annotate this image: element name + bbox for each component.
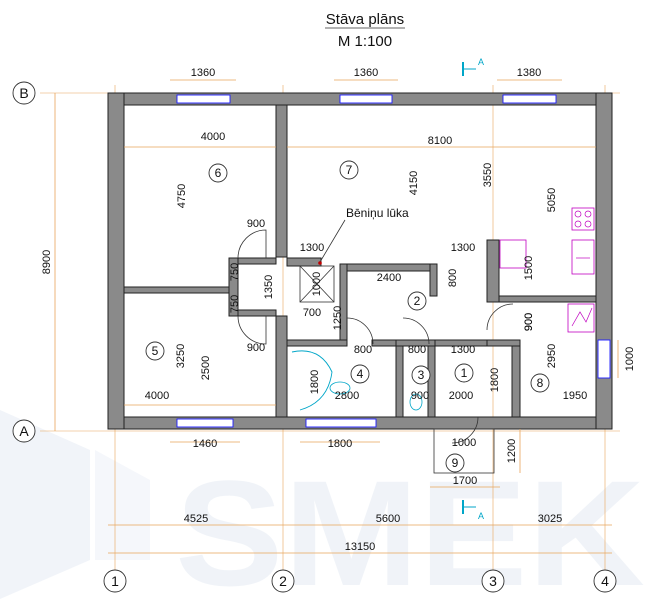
door-swings <box>237 229 514 444</box>
dim-interior: 2400 <box>377 272 401 284</box>
attic-hatch-label: Bēniņu lūka <box>346 206 409 220</box>
room-number: 7 <box>346 163 353 177</box>
dim-interior: 1350 <box>263 275 275 299</box>
dim-top-window-3: 1380 <box>517 67 541 79</box>
dim-interior: 2800 <box>335 390 359 402</box>
dim-interior: 1000 <box>311 272 323 296</box>
dim-bottom-window-2: 1800 <box>328 438 352 450</box>
dim-interior: 3550 <box>482 163 494 187</box>
dim-bottom-window-1: 1460 <box>193 438 217 450</box>
axis-label-b: B <box>19 85 28 101</box>
dim-interior: 2950 <box>546 344 558 368</box>
room-number: 1 <box>461 366 468 380</box>
axis-label-3: 3 <box>489 573 497 589</box>
dim-interior: 900 <box>523 313 535 331</box>
dim-interior: 1300 <box>451 242 475 254</box>
interior-walls <box>123 104 597 418</box>
dim-interior: 4000 <box>145 390 169 402</box>
dim-interior: 800 <box>447 269 459 287</box>
room-number: 9 <box>452 456 459 470</box>
dim-interior: 2000 <box>449 390 473 402</box>
section-label-top: A <box>478 57 484 67</box>
room-number: 4 <box>357 367 364 381</box>
room-number: 8 <box>537 376 544 390</box>
axis-bubble-3 <box>481 569 505 593</box>
section-mark-top: A <box>462 57 484 76</box>
dim-span-2: 5600 <box>376 513 400 525</box>
section-mark-bottom: A <box>462 500 484 521</box>
room-markers: 6 7 5 2 4 3 1 8 9 <box>145 160 550 473</box>
watermark-logo-shape <box>95 450 150 560</box>
dim-interior: 1250 <box>332 306 344 330</box>
dim-interior: 1800 <box>309 370 321 394</box>
axis-bubble-4 <box>593 569 617 593</box>
section-label-bottom: A <box>478 511 484 521</box>
dim-porch-height: 1200 <box>506 439 518 463</box>
room-number: 3 <box>418 368 425 382</box>
kitchen-fixtures <box>499 207 595 333</box>
dim-interior: 900 <box>523 313 535 331</box>
room-number: 2 <box>414 294 421 308</box>
dim-interior: 750 <box>229 263 241 281</box>
dim-interior: 5050 <box>546 188 558 212</box>
dimension-lines <box>54 79 619 554</box>
axis-label-2: 2 <box>279 573 287 589</box>
attic-hatch-symbol <box>299 219 346 303</box>
dim-interior: 800 <box>354 344 372 356</box>
dim-span-3: 3025 <box>538 513 562 525</box>
axis-bubble-b <box>12 81 36 105</box>
axis-bubble-2 <box>271 569 295 593</box>
dim-interior: 4000 <box>201 131 225 143</box>
dim-right-window: 1000 <box>624 347 636 371</box>
dim-interior: 700 <box>303 307 321 319</box>
dim-interior: 1000 <box>452 437 476 449</box>
dim-interior: 1300 <box>300 242 324 254</box>
dim-interior: 900 <box>247 342 265 354</box>
room-number: 5 <box>152 344 159 358</box>
dim-interior: 4750 <box>176 184 188 208</box>
dim-interior: 900 <box>247 218 265 230</box>
dim-interior: 1300 <box>451 344 475 356</box>
dim-porch-width: 1700 <box>453 475 477 487</box>
dim-interior: 1500 <box>523 256 535 280</box>
plan-title: Stāva plāns <box>326 11 404 28</box>
bathroom-fixtures <box>291 350 423 411</box>
dim-span-1: 4525 <box>184 513 208 525</box>
room-number: 6 <box>215 166 222 180</box>
axis-label-a: A <box>19 423 29 439</box>
dim-interior: 800 <box>408 344 426 356</box>
porch-outline <box>433 428 495 474</box>
dim-interior: 2500 <box>200 356 212 380</box>
axis-bubble-a <box>12 419 36 443</box>
axis-bubble-1 <box>103 569 127 593</box>
axis-label-1: 1 <box>111 573 119 589</box>
plan-scale: M 1:100 <box>338 33 392 50</box>
watermark-text: SMEK <box>175 449 645 599</box>
dim-interior: 4150 <box>408 171 420 195</box>
dim-interior: 1950 <box>563 390 587 402</box>
dim-top-window-1: 1360 <box>191 67 215 79</box>
outer-walls <box>107 92 613 430</box>
dim-interior: 8100 <box>428 135 452 147</box>
axis-label-4: 4 <box>601 573 609 589</box>
dim-interior: 750 <box>229 295 241 313</box>
dim-interior: 3250 <box>175 344 187 368</box>
dim-total-width: 13150 <box>345 541 376 553</box>
dim-interior: 900 <box>411 390 429 402</box>
dim-left-height: 8900 <box>41 250 53 274</box>
windows <box>176 94 611 428</box>
dim-interior: 1800 <box>489 368 501 392</box>
dim-top-window-2: 1360 <box>354 67 378 79</box>
watermark-logo-shape <box>0 410 90 599</box>
